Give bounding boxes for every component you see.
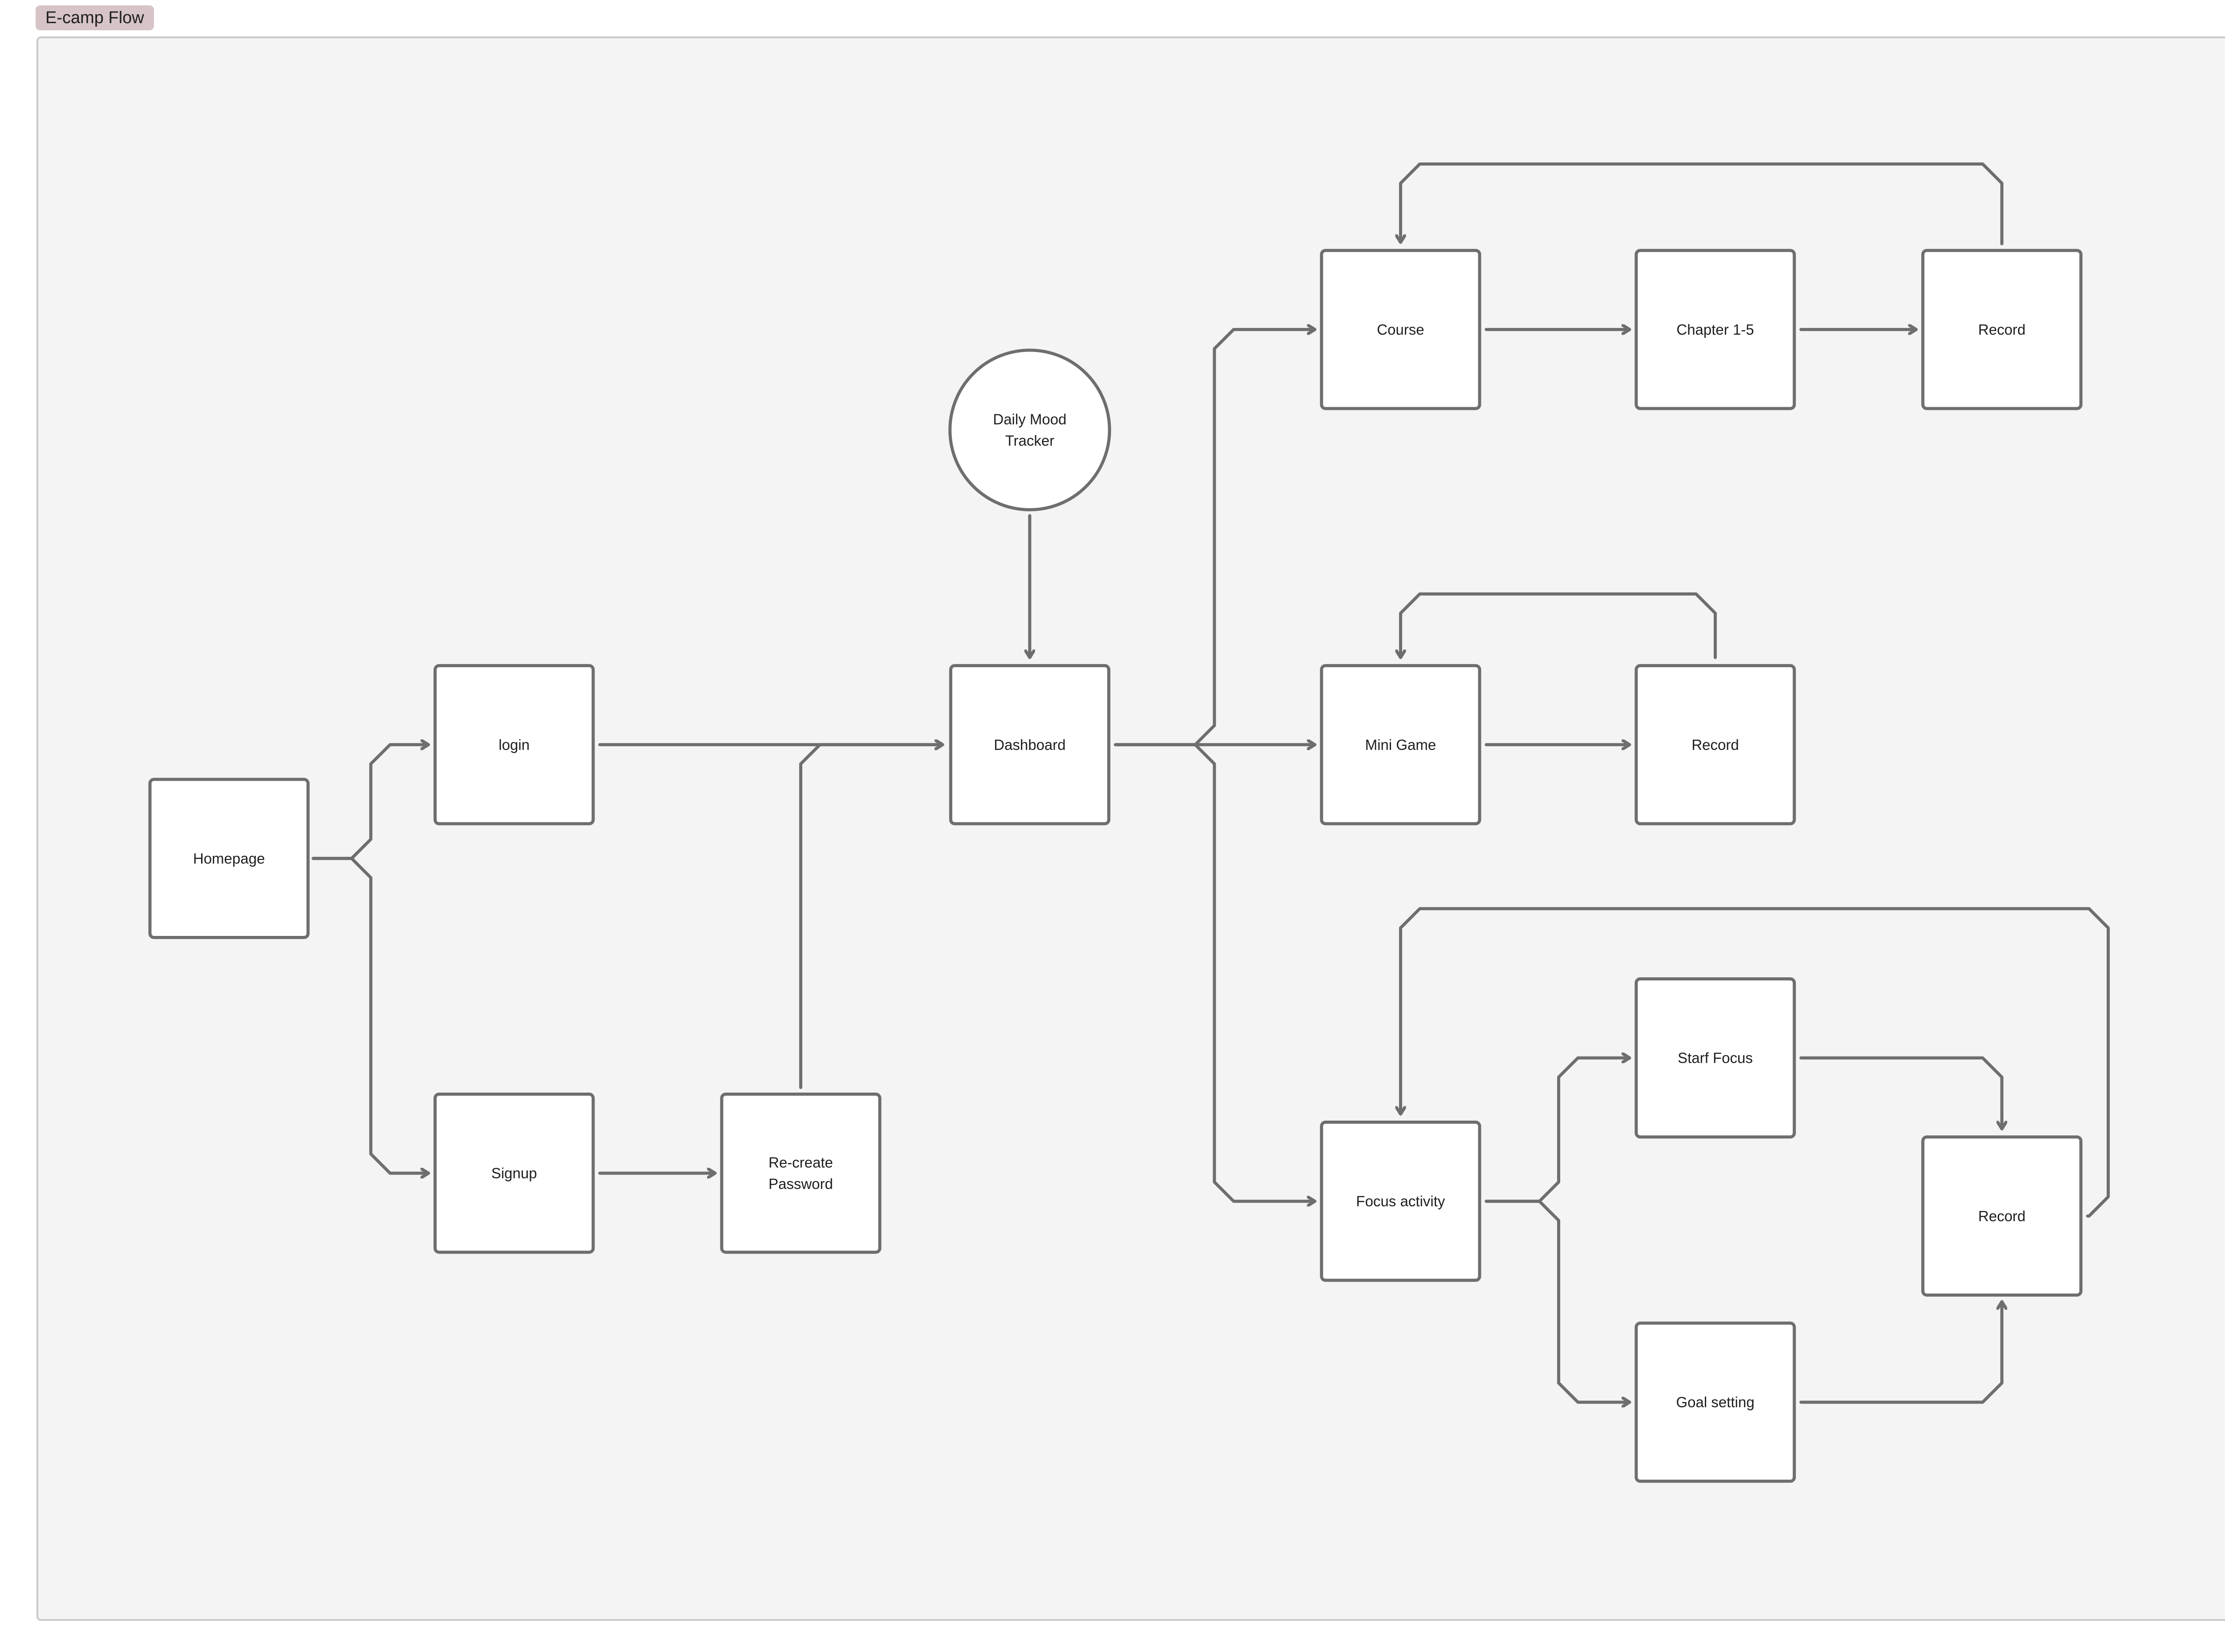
node-start-focus[interactable]: Starf Focus: [1634, 977, 1796, 1139]
node-focus-record-label: Record: [1978, 1208, 2025, 1224]
node-goal-setting[interactable]: Goal setting: [1634, 1321, 1796, 1483]
node-daily-mood-tracker-label: Tracker: [1005, 433, 1055, 449]
node-dashboard[interactable]: Dashboard: [949, 664, 1111, 826]
node-start-focus-label: Starf Focus: [1678, 1050, 1753, 1066]
arrow-focus-activity-to-goal-setting[interactable]: [1485, 1199, 1631, 1402]
arrow-dashboard-to-focus-activity[interactable]: [1114, 743, 1317, 1201]
node-chapter[interactable]: Chapter 1-5: [1634, 249, 1796, 410]
node-daily-mood-tracker-shape: [948, 348, 1111, 511]
node-start-focus-shape: [1634, 977, 1796, 1139]
node-login-shape: [433, 664, 595, 826]
node-course-record[interactable]: Record: [1921, 249, 2083, 410]
node-signup-shape: [433, 1092, 595, 1254]
node-goal-setting-label: Goal setting: [1676, 1394, 1754, 1410]
node-recreate-password-label: Re-create: [769, 1154, 833, 1171]
node-course[interactable]: Course: [1320, 249, 1481, 410]
node-focus-record[interactable]: Record: [1921, 1135, 2083, 1297]
node-game-record-shape: [1634, 664, 1796, 826]
arrow-course-record-to-course[interactable]: [1400, 162, 2004, 246]
arrow-game-record-to-mini-game[interactable]: [1400, 592, 1717, 659]
node-mini-game[interactable]: Mini Game: [1320, 664, 1481, 826]
node-focus-activity[interactable]: Focus activity: [1320, 1121, 1481, 1282]
node-login-label: login: [498, 737, 530, 753]
node-signup[interactable]: Signup: [433, 1092, 595, 1254]
node-recreate-password-shape: [720, 1092, 882, 1254]
arrow-recreate-password-to-dashboard[interactable]: [799, 745, 944, 1089]
node-homepage-shape: [148, 777, 310, 939]
arrow-homepage-to-login[interactable]: [312, 745, 430, 860]
node-course-shape: [1320, 249, 1481, 410]
node-goal-setting-shape: [1634, 1321, 1796, 1483]
node-homepage[interactable]: Homepage: [148, 777, 310, 939]
node-daily-mood-tracker-label: Daily Mood: [993, 411, 1067, 428]
arrow-start-focus-to-focus-record[interactable]: [1799, 1056, 2002, 1130]
node-game-record-label: Record: [1691, 737, 1739, 753]
node-course-record-shape: [1921, 249, 2083, 410]
arrow-focus-activity-to-start-focus[interactable]: [1485, 1058, 1631, 1203]
diagram-frame: [36, 36, 2225, 1621]
node-focus-record-shape: [1921, 1135, 2083, 1297]
node-dashboard-label: Dashboard: [994, 737, 1065, 753]
connectors: [312, 162, 2110, 1404]
node-signup-label: Signup: [491, 1165, 537, 1182]
node-mini-game-shape: [1320, 664, 1481, 826]
node-homepage-label: Homepage: [193, 850, 265, 866]
arrow-focus-record-to-focus-activity[interactable]: [1400, 907, 2110, 1218]
frame-title[interactable]: E-camp Flow: [36, 5, 154, 30]
arrow-goal-setting-to-focus-record[interactable]: [1799, 1300, 2002, 1404]
node-focus-activity-label: Focus activity: [1356, 1193, 1445, 1210]
node-mini-game-label: Mini Game: [1365, 737, 1436, 753]
node-chapter-shape: [1634, 249, 1796, 410]
node-chapter-label: Chapter 1-5: [1676, 321, 1754, 338]
arrow-dashboard-to-course[interactable]: [1114, 329, 1317, 746]
node-course-record-label: Record: [1978, 321, 2025, 338]
node-focus-activity-shape: [1320, 1121, 1481, 1282]
node-course-label: Course: [1377, 321, 1424, 338]
node-game-record[interactable]: Record: [1634, 664, 1796, 826]
node-recreate-password-label: Password: [769, 1176, 833, 1192]
node-login[interactable]: login: [433, 664, 595, 826]
node-dashboard-shape: [949, 664, 1111, 826]
arrow-homepage-to-signup[interactable]: [312, 857, 430, 1173]
